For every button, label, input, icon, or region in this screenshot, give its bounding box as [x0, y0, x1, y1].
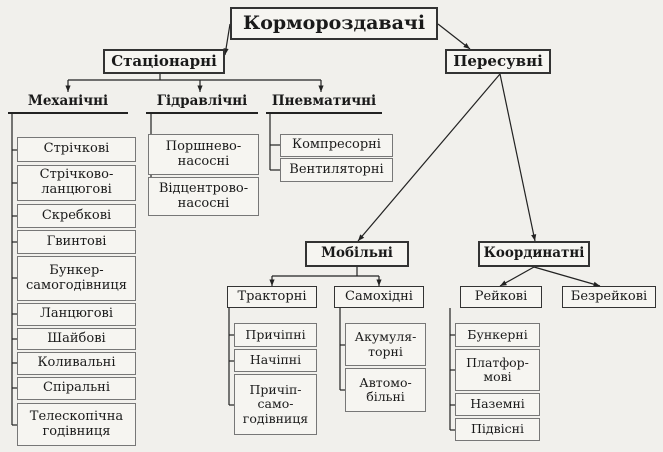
- railless-node: Безрейкові: [562, 286, 656, 308]
- rail-item: Наземні: [455, 393, 540, 416]
- mech-item: Стрічково-ланцюгові: [17, 165, 136, 201]
- rail-item: Платфор-мові: [455, 349, 540, 391]
- mech-item: Стрічкові: [17, 137, 136, 162]
- connector-arrowhead: [318, 85, 324, 92]
- connector-line-31: [533, 266, 601, 287]
- pneumatic-node: Пневматичні: [266, 92, 382, 114]
- mech-item: Скребкові: [17, 204, 136, 228]
- connector-arrowhead: [197, 85, 203, 92]
- hydraulic-node: Гідравлічні: [146, 92, 258, 114]
- rail-item: Бункерні: [455, 323, 540, 347]
- pne-item: Компресорні: [280, 134, 393, 157]
- pne-item: Вентиляторні: [280, 158, 393, 182]
- selfpropelled-node: Самохідні: [334, 286, 424, 308]
- mech-item: Коливальні: [17, 352, 136, 375]
- mobile-node: Мобільні: [305, 241, 409, 267]
- connector-arrowhead: [358, 234, 365, 241]
- connector-arrowhead: [500, 280, 507, 286]
- connector-line-1: [437, 23, 471, 50]
- hyd-item: Поршнево-насосні: [148, 134, 259, 175]
- trac-item: Причіп-само-годівниця: [234, 374, 317, 435]
- connector-arrowhead: [65, 85, 71, 92]
- trac-item: Начіпні: [234, 349, 317, 372]
- connector-arrowhead: [593, 281, 600, 287]
- trac-item: Причіпні: [234, 323, 317, 347]
- stationary-node: Стаціонарні: [103, 49, 225, 74]
- connector-line-25: [499, 73, 536, 242]
- connector-arrowhead: [269, 279, 275, 286]
- mobile-group-node: Пересувні: [445, 49, 551, 74]
- mech-item: Спіральні: [17, 377, 136, 400]
- coordinate-node: Координатні: [478, 241, 590, 267]
- mechanical-node: Механічні: [8, 92, 128, 114]
- connector-arrowhead: [531, 234, 537, 241]
- connector-line-24: [357, 73, 501, 242]
- mech-item: Шайбові: [17, 328, 136, 350]
- tractor-node: Тракторні: [227, 286, 317, 308]
- self-item: Автомо-більні: [345, 368, 426, 412]
- connector-arrowhead: [376, 279, 382, 286]
- mech-item: Гвинтові: [17, 230, 136, 254]
- self-item: Акумуля-торні: [345, 323, 426, 366]
- rail-node: Рейкові: [460, 286, 542, 308]
- mech-item: Ланцюгові: [17, 303, 136, 326]
- connector-arrowhead: [463, 42, 470, 49]
- mech-item: Телескопічна годівниця: [17, 403, 136, 446]
- rail-item: Підвісні: [455, 418, 540, 441]
- root-node: Кормороздавачі: [230, 7, 438, 40]
- hyd-item: Відцентрово-насосні: [148, 177, 259, 216]
- mech-item: Бункер-самогодівниця: [17, 256, 136, 301]
